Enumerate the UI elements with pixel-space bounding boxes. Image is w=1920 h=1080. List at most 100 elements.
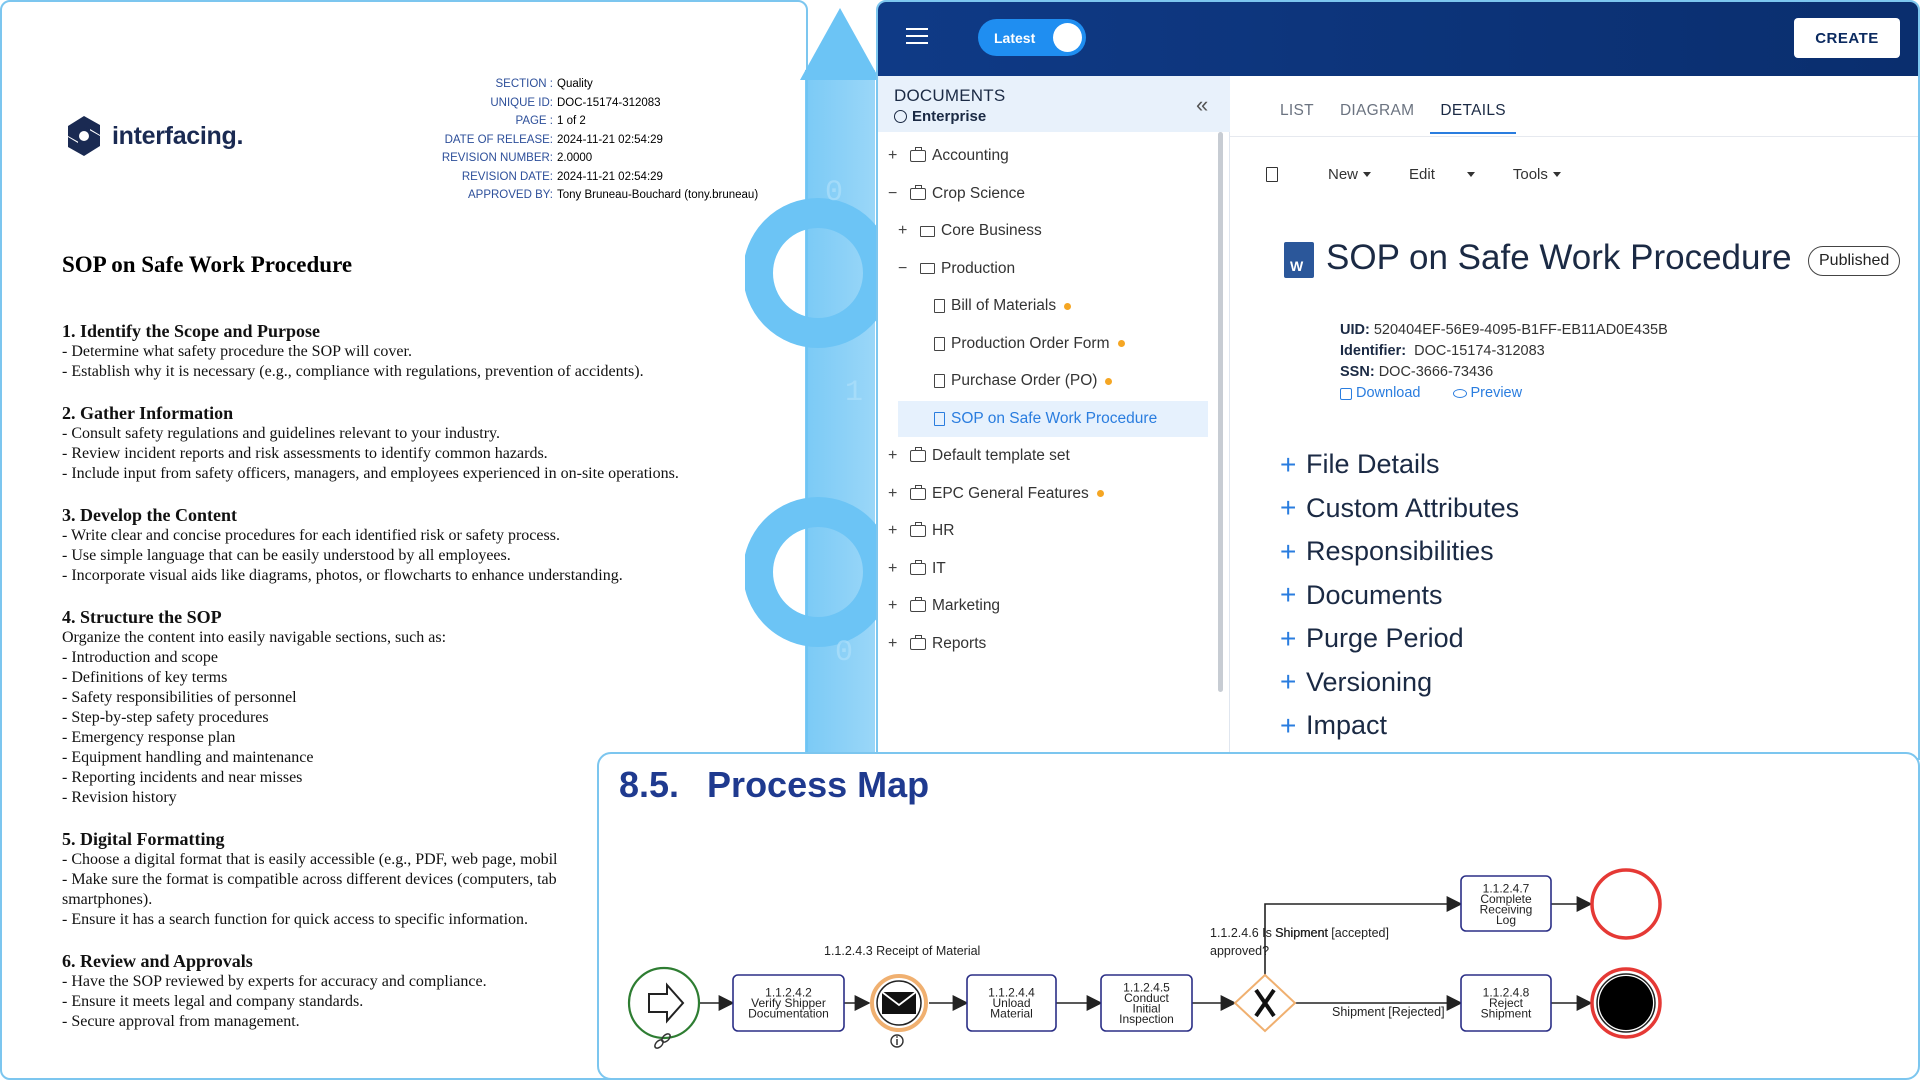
link-icon[interactable] <box>653 1032 671 1049</box>
svg-text:0: 0 <box>825 176 843 210</box>
end-event-rejected[interactable] <box>1590 967 1662 1039</box>
tab-list[interactable]: LIST <box>1280 102 1314 119</box>
expandable-section[interactable]: + Purge Period <box>1280 617 1519 661</box>
file-icon <box>934 336 945 351</box>
task-label-line: Material <box>990 1007 1033 1021</box>
tab-diagram[interactable]: DIAGRAM <box>1339 102 1415 119</box>
tree-item-label: Purchase Order (PO) <box>951 372 1098 389</box>
tree-item[interactable]: Bill of Materials <box>898 288 1072 324</box>
tree-item-label: Bill of Materials <box>951 297 1057 314</box>
download-icon <box>1340 387 1352 400</box>
expandable-section[interactable]: +Impact <box>1280 704 1519 748</box>
expand-icon[interactable]: + <box>888 634 898 652</box>
tree-item-label: Crop Science <box>932 184 1026 202</box>
tab-details[interactable]: DETAILS <box>1430 96 1516 134</box>
section-label: Responsibilities <box>1306 536 1494 567</box>
folder-icon <box>920 263 935 274</box>
ssn-label: SSN: <box>1340 364 1375 380</box>
expandable-section[interactable]: +Versioning <box>1280 661 1519 705</box>
sequence-flows <box>700 896 1593 1011</box>
rejected-flow-label: Shipment [Rejected] <box>1332 1005 1445 1019</box>
info-icon[interactable] <box>890 1034 904 1048</box>
tree-item[interactable]: +Default template set <box>888 438 1070 474</box>
document-icon[interactable] <box>1266 167 1278 182</box>
tree-item[interactable]: SOP on Safe Work Procedure <box>898 400 1208 437</box>
expandable-section[interactable]: +File Details <box>1280 443 1519 487</box>
section-line: - Use simple language that can be easily… <box>62 547 511 564</box>
new-menu[interactable]: New <box>1328 166 1372 183</box>
latest-toggle[interactable]: Latest <box>978 19 1086 56</box>
briefcase-icon <box>910 597 926 612</box>
plus-icon[interactable]: + <box>1280 448 1297 480</box>
plus-icon[interactable]: + <box>1280 579 1297 611</box>
metadata-label: PAGE : <box>515 115 554 127</box>
expand-icon[interactable]: + <box>888 559 898 577</box>
sidebar-scrollbar[interactable] <box>1218 132 1223 692</box>
process-map-panel: 8.5.Process Map <box>597 752 1920 1080</box>
task-label-line: Documentation <box>748 1007 829 1021</box>
download-link[interactable]: Download <box>1340 383 1437 404</box>
tree-item[interactable]: +IT <box>888 551 946 587</box>
expandable-section[interactable]: + Responsibilities <box>1280 530 1519 574</box>
section-line: - Definitions of key terms <box>62 669 228 686</box>
expand-icon[interactable]: + <box>888 447 898 464</box>
start-event[interactable] <box>627 966 701 1040</box>
section-line: - Make sure the format is compatible acr… <box>62 871 557 888</box>
document-section: 5. Digital Formatting- Choose a digital … <box>62 828 802 930</box>
metadata-label: APPROVED BY: <box>467 189 553 201</box>
collapse-icon[interactable]: − <box>898 259 908 277</box>
section-line: - Determine what safety procedure the SO… <box>62 343 412 360</box>
end-event-accepted[interactable] <box>1590 868 1662 940</box>
plus-icon[interactable]: + <box>1280 709 1297 741</box>
process-map-heading: 8.5.Process Map <box>619 764 929 806</box>
tree-item[interactable]: +Marketing <box>888 588 1000 624</box>
tree-item[interactable]: Production Order Form <box>898 326 1125 362</box>
plus-icon[interactable]: + <box>1280 622 1297 654</box>
collapse-sidebar-icon[interactable]: « <box>1196 92 1208 117</box>
expand-icon[interactable]: + <box>888 147 898 164</box>
preview-link[interactable]: Preview <box>1452 383 1539 404</box>
tree-item[interactable]: +Core Business <box>898 213 1042 249</box>
plus-icon[interactable]: + <box>1280 535 1297 567</box>
plus-icon[interactable]: + <box>1280 492 1297 524</box>
plus-icon[interactable]: + <box>1280 666 1297 698</box>
message-event[interactable] <box>870 974 928 1032</box>
file-icon <box>934 374 945 388</box>
expand-icon[interactable]: + <box>898 222 908 239</box>
exclusive-gateway[interactable] <box>1233 973 1297 1033</box>
tree-item[interactable]: +Accounting <box>888 138 1009 174</box>
tree-item[interactable]: +EPC General Features <box>888 476 1104 512</box>
new-menu-label: New <box>1328 166 1359 183</box>
tree-item[interactable]: +Reports <box>888 626 986 662</box>
status-dot <box>1096 490 1104 497</box>
section-label: Purge Period <box>1306 623 1464 654</box>
tree-item[interactable]: Purchase Order (PO) <box>898 363 1113 399</box>
menu-icon[interactable] <box>906 28 928 46</box>
collapse-icon[interactable]: − <box>888 184 898 202</box>
metadata-row: REVISION NUMBER:2.0000 <box>382 149 758 168</box>
metadata-row: PAGE :1 of 2 <box>382 112 758 131</box>
expand-icon[interactable]: + <box>888 597 898 614</box>
tree-item[interactable]: +HR <box>888 513 954 549</box>
section-line: - Safety responsibilities of personnel <box>62 689 297 706</box>
create-button[interactable]: CREATE <box>1794 18 1900 58</box>
edit-menu[interactable]: Edit <box>1409 166 1475 183</box>
expand-icon[interactable]: + <box>888 522 898 539</box>
expandable-section[interactable]: +Custom Attributes <box>1280 487 1519 531</box>
tools-menu[interactable]: Tools <box>1513 166 1561 183</box>
logo-text: interfacing. <box>112 121 244 150</box>
expand-icon[interactable]: + <box>888 484 898 502</box>
section-line: - Step-by-step safety procedures <box>62 709 269 726</box>
tree-item[interactable]: − Crop Science <box>888 176 1025 212</box>
section-title: Process Map <box>707 764 930 805</box>
expandable-section[interactable]: +Documents <box>1280 574 1519 618</box>
task-label-line: Conduct <box>1124 991 1169 1005</box>
gateway-question-line1: 1.1.2.4.6 Is Shipment <box>1210 926 1329 940</box>
tree-item[interactable]: −Production <box>898 251 1015 287</box>
